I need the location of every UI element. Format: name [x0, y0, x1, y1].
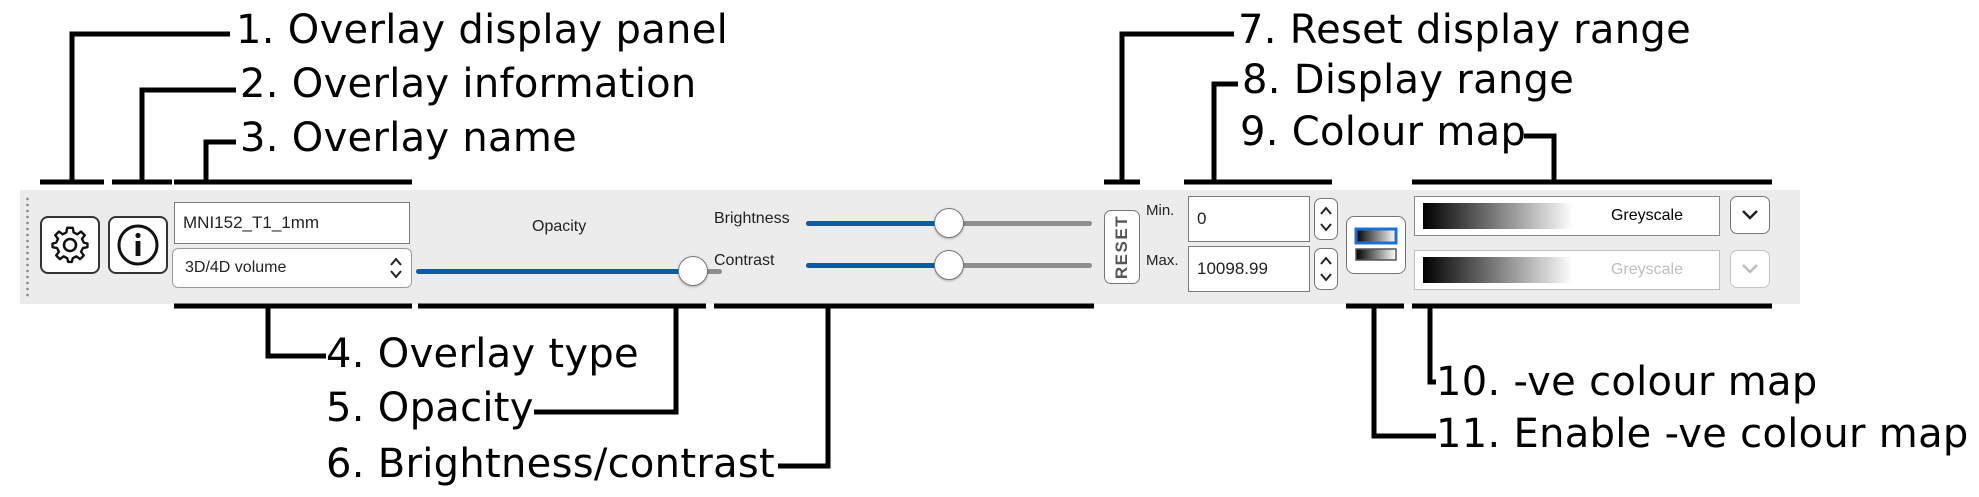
callout-reset-display-range: 7. Reset display range — [1238, 7, 1691, 53]
overlay-type-value: 3D/4D volume — [185, 259, 287, 276]
chevron-down-icon — [1742, 210, 1758, 220]
overlay-name-input[interactable]: MNI152_T1_1mm — [174, 202, 410, 244]
colour-map-dropdown-button[interactable] — [1730, 196, 1770, 234]
callout-overlay-name: 3. Overlay name — [240, 115, 578, 161]
opacity-slider[interactable] — [416, 256, 722, 286]
leader-1 — [69, 31, 230, 182]
info-icon — [117, 224, 159, 266]
toolbar-drag-grip[interactable] — [26, 196, 29, 298]
negative-colour-map-name: Greyscale — [1610, 261, 1684, 278]
min-label: Min. — [1146, 202, 1175, 219]
brightness-label: Brightness — [714, 210, 790, 227]
max-label: Max. — [1146, 252, 1179, 269]
contrast-knob[interactable] — [934, 250, 964, 280]
brightness-knob[interactable] — [934, 208, 964, 238]
callout-colour-map: 9. Colour map — [1240, 109, 1527, 155]
colour-map-name: Greyscale — [1610, 207, 1684, 224]
colour-map-select[interactable]: Greyscale — [1414, 196, 1720, 236]
colour-bars-icon — [1354, 227, 1398, 261]
reset-label: RESET — [1112, 214, 1131, 280]
max-value-input[interactable]: 10098.99 — [1188, 246, 1310, 292]
callout-negative-colour-map: 10. -ve colour map — [1436, 359, 1818, 405]
callout-overlay-information: 2. Overlay information — [240, 61, 697, 107]
leader-3 — [203, 139, 236, 182]
opacity-track-filled — [416, 269, 694, 274]
callout-opacity: 5. Opacity — [326, 385, 534, 431]
overlay-display-toolbar: MNI152_T1_1mm 3D/4D volume Opacity Brigh… — [20, 190, 1800, 304]
callout-display-range: 8. Display range — [1242, 57, 1575, 103]
contrast-slider[interactable] — [806, 250, 1092, 280]
negative-colour-map-select[interactable]: Greyscale — [1414, 250, 1720, 290]
leader-4 — [265, 306, 326, 359]
up-down-arrows-icon — [1320, 256, 1332, 282]
opacity-knob[interactable] — [678, 256, 709, 286]
callout-overlay-type: 4. Overlay type — [326, 331, 639, 377]
colour-map-preview — [1423, 203, 1573, 229]
contrast-track-filled — [806, 263, 949, 268]
leader-7 — [1119, 31, 1234, 182]
negative-colour-map-dropdown-button[interactable] — [1730, 250, 1770, 288]
enable-negative-colour-map-toggle[interactable] — [1346, 216, 1406, 274]
brightness-track-filled — [806, 221, 949, 226]
opacity-label: Opacity — [532, 218, 587, 235]
overlay-display-panel-button[interactable] — [40, 216, 100, 274]
leader-8 — [1211, 81, 1238, 182]
reset-display-range-button[interactable]: RESET — [1104, 210, 1140, 284]
callout-overlay-display-panel: 1. Overlay display panel — [236, 7, 729, 53]
brightness-slider[interactable] — [806, 208, 1092, 238]
leader-2 — [139, 87, 236, 182]
callout-brightness-contrast: 6. Brightness/contrast — [326, 441, 776, 487]
leader-6 — [778, 306, 831, 469]
gear-icon — [51, 226, 89, 264]
negative-colour-map-preview — [1423, 257, 1573, 283]
overlay-information-button[interactable] — [108, 216, 168, 274]
min-value-stepper[interactable] — [1314, 198, 1338, 240]
leader-11 — [1371, 306, 1436, 439]
max-value-stepper[interactable] — [1314, 248, 1338, 290]
chevron-down-icon — [1742, 264, 1758, 274]
min-value-input[interactable]: 0 — [1188, 196, 1310, 242]
overlay-type-select[interactable]: 3D/4D volume — [172, 248, 412, 288]
up-down-arrows-icon — [390, 257, 402, 279]
callout-enable-negative-colour-map: 11. Enable -ve colour map — [1436, 411, 1969, 457]
contrast-label: Contrast — [714, 252, 775, 269]
leader-9 — [1524, 133, 1557, 182]
up-down-arrows-icon — [1320, 206, 1332, 232]
